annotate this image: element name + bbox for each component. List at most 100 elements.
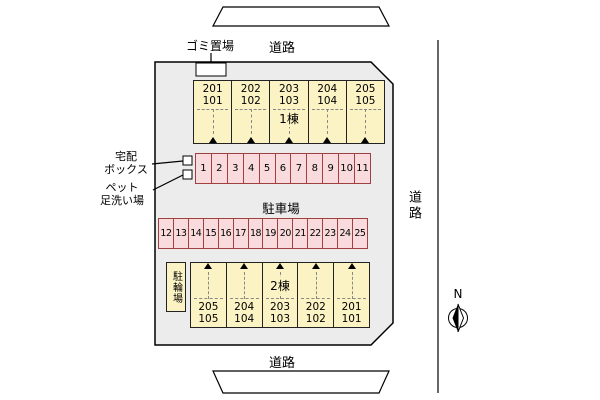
building2-unit: 204 104 [225,262,263,328]
building1-unit: 202 102 [231,80,271,144]
unit-number-1f: 105 [355,95,376,107]
unit-number-1f: 104 [234,313,255,325]
unit-number-2f: 201 [341,301,362,313]
parking-stall: 23 [322,219,338,248]
unit-partition-dash [365,109,367,134]
garbage-area-label: ゴミ置場 [185,39,234,53]
parking-stall: 24 [337,219,352,248]
delivery-box-label: 宅配 ボックス [100,150,152,176]
building2-unit: 203 103 [261,262,299,328]
building1-unit: 204 104 [307,80,347,144]
entrance-arrow-icon [347,263,356,269]
parking-stall: 18 [247,219,263,248]
unit-number-1f: 105 [198,313,219,325]
parking-stall: 13 [172,219,188,248]
road-label-right: 道路 [406,190,421,222]
bicycle-parking-box: 駐輪場 [166,262,186,312]
pet-wash-label-line2: 足洗い場 [100,194,144,207]
parking-stall: 12 [159,219,173,248]
unit-number-2f: 202 [240,83,261,95]
unit-number-2f: 204 [234,301,255,313]
parking-stall: 14 [187,219,203,248]
unit-number-1f: 103 [269,313,291,325]
parking-stall: 20 [277,219,293,248]
unit-number-2f: 201 [202,83,223,95]
delivery-box-label-line1: 宅配 [115,150,137,163]
unit-partition-dash [244,272,246,299]
parking-stall: 19 [262,219,278,248]
pet-wash-leader-line [152,174,184,191]
parking-stall: 1 [196,154,211,183]
unit-number-2f: 202 [305,301,326,313]
building1-unit: 205 105 [345,80,386,144]
delivery-leader-line [151,160,184,165]
unit-number-1f: 102 [305,313,326,325]
entrance-arrow-icon [204,263,213,269]
parking-stall: 15 [202,219,218,248]
building1-unit: 201 101 [193,80,233,144]
parking-stall: 10 [338,154,355,183]
parking-stall: 4 [242,154,259,183]
pet-wash-marker [182,169,193,180]
parking-stall: 17 [232,219,248,248]
garbage-area-box [195,62,227,77]
unit-number-2f: 205 [198,301,219,313]
entrance-arrow-icon [208,137,217,143]
unit-number-2f: 205 [355,83,376,95]
building2-name: 2棟 [267,277,293,294]
road-label-top: 道路 [268,41,295,56]
unit-numbers: 201 101 [334,301,369,325]
parking-stall: 7 [290,154,307,183]
unit-partition-dash [327,109,329,134]
delivery-box-marker [182,155,193,166]
unit-partition-dash [351,272,353,299]
entrance-arrow-icon [240,263,249,269]
entrance-arrow-icon [311,263,320,269]
north-label: N [453,287,463,301]
parking-stall: 2 [210,154,227,183]
entrance-arrow-icon [361,137,370,143]
parking-stall: 6 [274,154,291,183]
unit-numbers: 205 105 [191,301,226,325]
unit-partition-dash [208,272,210,299]
unit-numbers: 202 102 [298,301,333,325]
parking-lot-label: 駐車場 [262,201,300,216]
unit-number-2f: 203 [269,301,291,313]
parking-stall: 22 [307,219,323,248]
entrance-arrow-icon [285,137,293,143]
unit-number-1f: 103 [278,95,300,107]
unit-number-1f: 102 [240,95,261,107]
road-shape-top [212,6,390,27]
unit-number-1f: 104 [317,95,338,107]
entrance-arrow-icon [246,137,255,143]
building2: 205 105 204 104 203 103 202 [190,262,370,328]
unit-numbers: 203 103 [263,301,298,325]
unit-partition-dash [212,109,214,134]
parking-stall: 11 [354,154,370,183]
parking-stall: 5 [258,154,275,183]
parking-stall: 9 [322,154,339,183]
pet-wash-label: ペット 足洗い場 [92,181,152,207]
delivery-box-label-line2: ボックス [104,163,148,176]
unit-number-2f: 203 [278,83,300,95]
unit-numbers: 204 104 [227,301,262,325]
unit-number-1f: 101 [202,95,223,107]
building2-unit: 205 105 [190,262,227,328]
parking-stall: 8 [306,154,323,183]
road-label-bottom: 道路 [268,356,295,371]
unit-number-1f: 101 [341,313,362,325]
pet-wash-label-line1: ペット [105,181,139,194]
unit-partition-dash [315,272,317,299]
building2-unit: 201 101 [333,262,370,328]
entrance-arrow-icon [323,137,332,143]
parking-stall: 3 [226,154,243,183]
entrance-arrow-icon [275,263,284,269]
north-compass-icon [448,303,468,333]
parking-stall: 21 [292,219,308,248]
building2-unit: 202 102 [297,262,335,328]
parking-stall: 25 [351,219,367,248]
unit-partition-dash [250,109,252,134]
